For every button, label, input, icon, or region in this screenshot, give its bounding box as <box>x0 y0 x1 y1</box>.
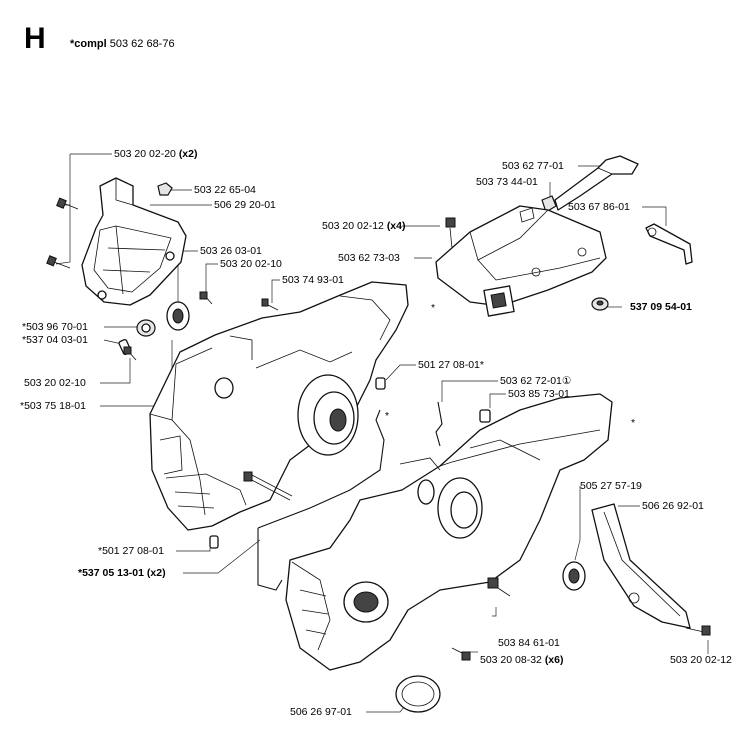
callout-501-27-08-01-star: 501 27 08-01* <box>418 359 484 371</box>
screw-503-20-02-12-x4 <box>445 217 456 249</box>
callout-503-20-02-20: 503 20 02-20 (x2) <box>114 148 198 160</box>
callout-503-96-70-01: *503 96 70-01 <box>22 321 88 333</box>
callout-503-73-44-01: 503 73 44-01 <box>476 176 538 188</box>
assembly-title: *compl 503 62 68-76 <box>70 38 175 51</box>
assembly-number: 503 62 68-76 <box>109 38 175 50</box>
nut-503-22-65-04 <box>157 182 173 196</box>
callout-503-20-02-10: 503 20 02-10 <box>220 258 282 270</box>
callout-501-27-08-01: *501 27 08-01 <box>98 545 164 557</box>
callout-503-62-77-01: 503 62 77-01 <box>502 160 564 172</box>
callout-537-04-03-01: *537 04 03-01 <box>22 334 88 346</box>
callout-503-20-02-12-x4: 503 20 02-12 (x4) <box>322 220 406 232</box>
screw-503-20-02-12 <box>685 625 711 636</box>
assembly-prefix: *compl <box>70 38 107 50</box>
asterisk-mark: * <box>631 417 636 429</box>
callout-503-84-61-01: 503 84 61-01 <box>498 637 560 649</box>
callout-503-20-02-10-lower: 503 20 02-10 <box>24 377 86 389</box>
washer-503-96-70-01 <box>136 319 156 337</box>
left-crankcase <box>149 281 409 549</box>
callout-503-22-65-04: 503 22 65-04 <box>194 184 256 196</box>
callout-503-20-08-32-x6: 503 20 08-32 (x6) <box>480 654 564 666</box>
callout-503-85-73-01: 503 85 73-01 <box>508 388 570 400</box>
plug-506-26-97-01 <box>395 675 441 713</box>
callout-503-26-03-01: 503 26 03-01 <box>200 245 262 257</box>
handle-503-62-77-01 <box>554 155 639 211</box>
asterisk-mark: * <box>385 410 390 422</box>
callout-503-74-93-01: 503 74 93-01 <box>282 274 344 286</box>
bearing-505-27-57-19 <box>562 561 586 591</box>
callout-537-09-54-01: 537 09 54-01 <box>630 301 692 313</box>
asterisk-mark: * <box>431 302 436 314</box>
tank-cover-503-62-73-03 <box>435 205 607 317</box>
grommet-537-09-54-01 <box>591 297 609 311</box>
gasket-503-62-72-01 <box>257 401 443 591</box>
bearing-503-26-03-01 <box>166 301 190 331</box>
screw-503-20-08-32-x6 <box>451 647 471 661</box>
screw-503-20-02-10 <box>123 291 279 361</box>
callout-506-26-92-01: 506 26 92-01 <box>642 500 704 512</box>
callout-503-75-18-01: *503 75 18-01 <box>20 400 86 412</box>
callout-506-29-20-01: 506 29 20-01 <box>214 199 276 211</box>
callout-503-20-02-12-bottom: 503 20 02-12 <box>670 654 732 666</box>
long-screw-537-05-13-01 <box>243 471 293 501</box>
callout-537-05-13-01: *537 05 13-01 (x2) <box>78 567 166 579</box>
screw-503-20-02-20 <box>46 197 79 269</box>
bracket-506-29-20-01 <box>81 177 187 306</box>
cover-506-26-92-01 <box>591 503 691 629</box>
callout-506-26-97-01: 506 26 97-01 <box>290 706 352 718</box>
callout-505-27-57-19: 505 27 57-19 <box>580 480 642 492</box>
section-letter: H <box>24 22 46 55</box>
right-crankcase <box>285 393 613 671</box>
rod-503-67-86-01 <box>645 223 693 265</box>
callout-503-67-86-01: 503 67 86-01 <box>568 201 630 213</box>
callout-503-62-73-03: 503 62 73-03 <box>338 252 400 264</box>
clip-503-73-44-01 <box>541 195 557 213</box>
callout-503-62-72-01: 503 62 72-01① <box>500 375 572 387</box>
screw-503-84-61-01 <box>487 577 511 597</box>
